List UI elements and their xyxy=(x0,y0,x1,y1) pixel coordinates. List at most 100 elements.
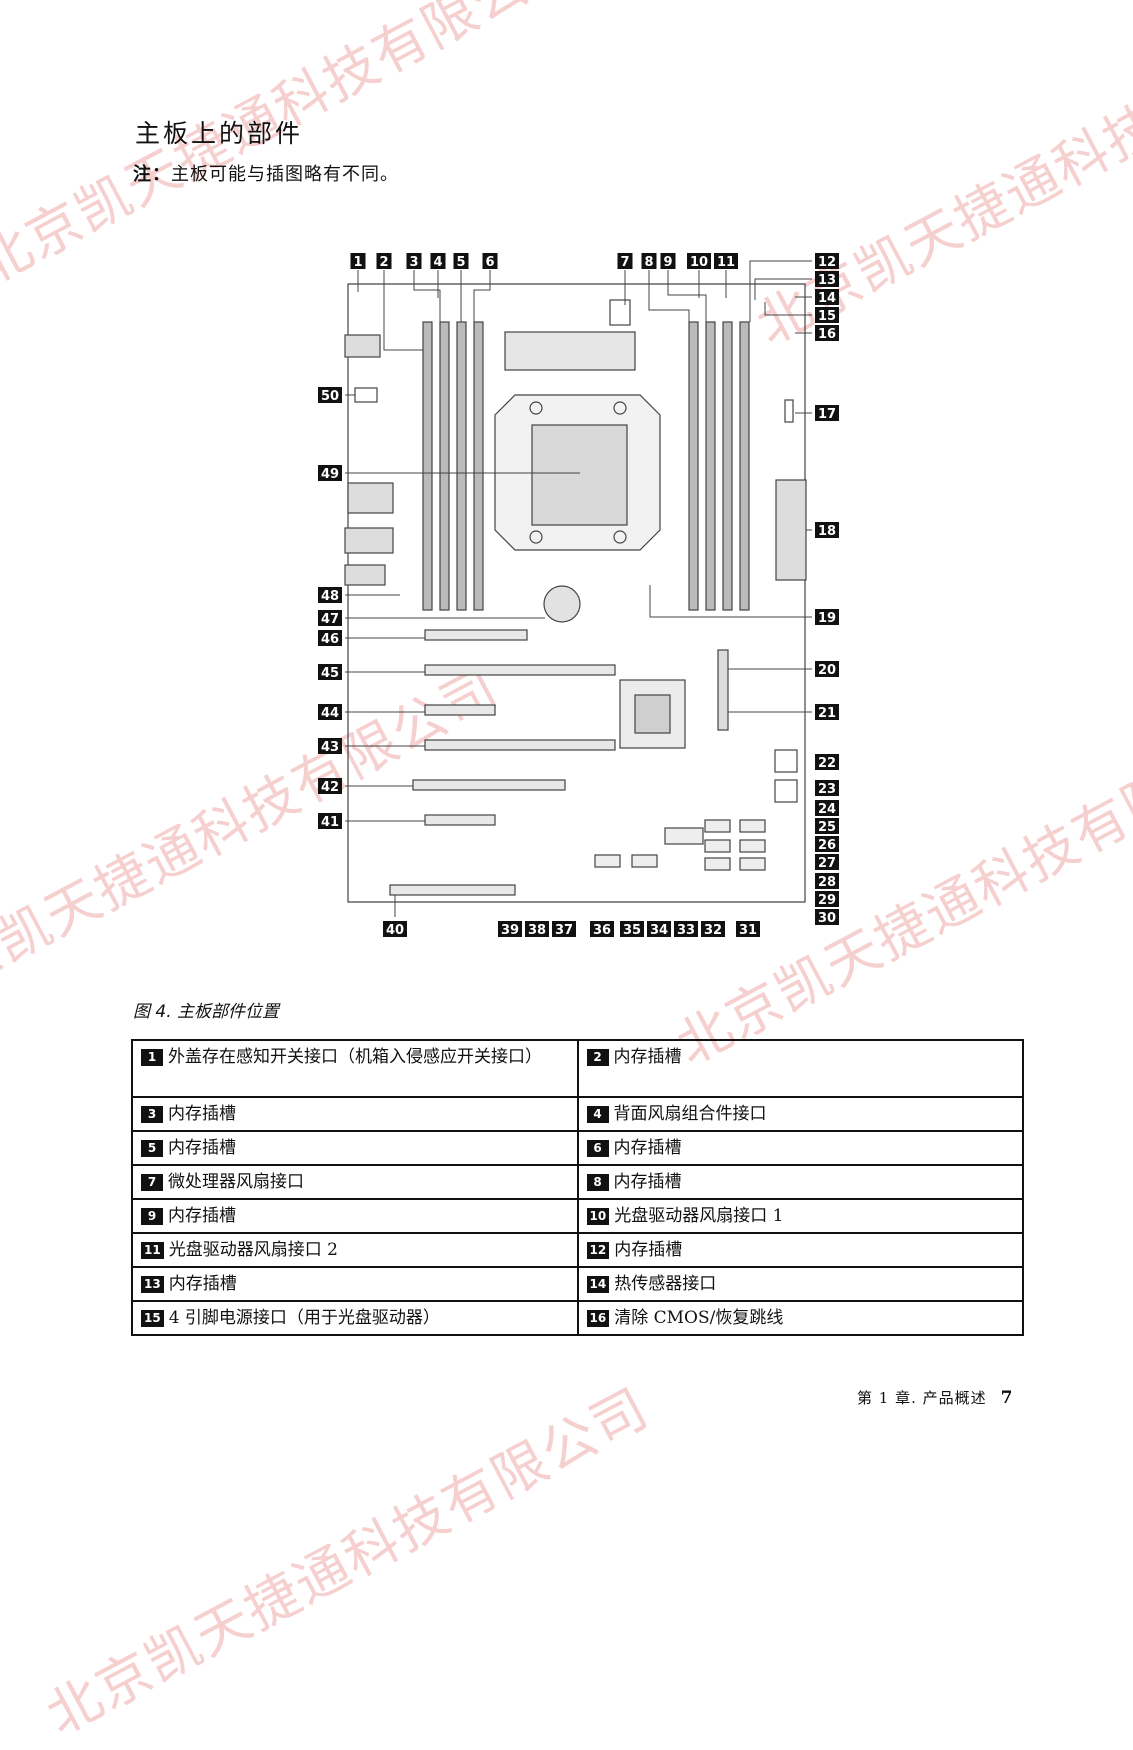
callout-badge: 8 xyxy=(586,1174,609,1191)
callout-33: 33 xyxy=(674,921,698,938)
callout-25: 25 xyxy=(815,818,839,835)
callout-label: 16 xyxy=(818,327,836,342)
callout-badge xyxy=(815,307,839,323)
part-description: 内存插槽 xyxy=(168,1138,236,1158)
callout-42: 42 xyxy=(318,778,342,795)
note: 注：主板可能与插图略有不同。 xyxy=(133,160,399,186)
callout-49: 49 xyxy=(318,465,342,482)
watermark: 北京凯天捷通科技有限公司 xyxy=(36,1375,660,1748)
callout-label: 18 xyxy=(818,524,836,539)
callout-31: 31 xyxy=(736,921,760,938)
callout-badge xyxy=(815,818,839,834)
callout-badge xyxy=(350,253,366,269)
callout-badge xyxy=(815,704,839,720)
callout-label: 5 xyxy=(456,255,465,270)
callout-badge: 6 xyxy=(586,1140,609,1157)
callout-badge xyxy=(318,738,342,754)
page-title: 主板上的部件 xyxy=(135,119,304,148)
callout-14: 14 xyxy=(815,289,839,306)
callout-35: 35 xyxy=(620,921,644,938)
callout-label: 8 xyxy=(644,255,653,270)
callout-label: 10 xyxy=(690,255,708,270)
callout-badge xyxy=(620,921,644,937)
callout-46: 46 xyxy=(318,630,342,647)
part-description: 清除 CMOS/恢复跳线 xyxy=(614,1308,784,1328)
part-description: 内存插槽 xyxy=(168,1104,236,1124)
callout-label: 28 xyxy=(818,875,836,890)
callout-43: 43 xyxy=(318,738,342,755)
callout-label: 34 xyxy=(650,923,668,938)
callout-label: 31 xyxy=(739,923,757,938)
callout-22: 22 xyxy=(815,754,839,771)
callout-badge xyxy=(318,664,342,680)
leader-line xyxy=(754,278,812,300)
callout-badge xyxy=(453,253,469,269)
callout-badge: 5 xyxy=(141,1140,163,1157)
part-description: 内存插槽 xyxy=(614,1240,683,1260)
callout-badge: 14 xyxy=(586,1276,610,1293)
callout-badge xyxy=(674,921,698,937)
part-description: 内存插槽 xyxy=(613,1047,682,1067)
part-description: 热传感器接口 xyxy=(614,1274,717,1294)
callout-label: 47 xyxy=(321,612,339,627)
callout-5: 5 xyxy=(453,253,469,270)
part-description: 内存插槽 xyxy=(168,1206,236,1226)
callout-label: 48 xyxy=(321,589,339,604)
callout-13: 13 xyxy=(815,271,839,288)
callout-badge xyxy=(318,630,342,646)
callout-badge: 9 xyxy=(141,1208,163,1225)
callout-26: 26 xyxy=(815,836,839,853)
callout-label: 38 xyxy=(528,923,546,938)
callout-badge: 10 xyxy=(586,1208,610,1225)
leader-line xyxy=(667,270,707,322)
callout-label: 37 xyxy=(555,923,573,938)
callout-label: 46 xyxy=(321,632,339,647)
callout-badge: 11 xyxy=(141,1242,164,1259)
part-description: 背面风扇组合件接口 xyxy=(613,1104,767,1124)
footer-chapter: 第 1 章. 产品概述 xyxy=(857,1389,987,1407)
callout-label: 43 xyxy=(321,740,339,755)
callout-badge xyxy=(701,921,725,937)
callout-badge xyxy=(406,253,422,269)
callout-label: 42 xyxy=(321,780,339,795)
table-cell: 5 内存插槽 xyxy=(131,1130,579,1166)
callout-badge xyxy=(318,704,342,720)
callout-16: 16 xyxy=(815,325,839,342)
callout-label: 26 xyxy=(818,838,836,853)
callout-2: 2 xyxy=(376,253,392,270)
callout-9: 9 xyxy=(660,253,676,270)
callout-badge xyxy=(815,289,839,305)
callout-27: 27 xyxy=(815,854,839,871)
callout-4: 4 xyxy=(430,253,446,270)
callout-6: 6 xyxy=(482,253,498,270)
callout-label: 45 xyxy=(321,666,339,681)
callout-44: 44 xyxy=(318,704,342,721)
callout-1: 1 xyxy=(350,253,366,270)
callout-19: 19 xyxy=(815,609,839,626)
callout-label: 20 xyxy=(818,663,836,678)
callout-badge xyxy=(498,921,522,937)
callout-badge xyxy=(815,325,839,341)
callout-label: 25 xyxy=(818,820,836,835)
callout-badge xyxy=(815,609,839,625)
callout-badge xyxy=(815,854,839,870)
callout-label: 24 xyxy=(818,802,836,817)
callout-badge xyxy=(318,387,342,403)
callout-label: 41 xyxy=(321,815,339,830)
callout-label: 14 xyxy=(818,291,836,306)
note-text: 主板可能与插图略有不同。 xyxy=(171,164,399,185)
callout-badge xyxy=(383,921,407,937)
part-description: 微处理器风扇接口 xyxy=(168,1172,304,1192)
